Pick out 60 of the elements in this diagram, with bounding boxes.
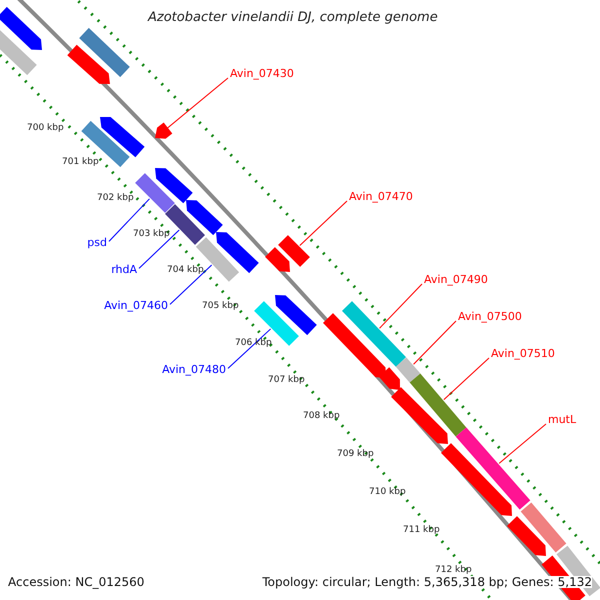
leader-line [498,424,546,464]
gene-label: Avin_07470 [349,191,413,202]
map-title: Azotobacter vinelandii DJ, complete genome [148,11,438,24]
scale-label: 700 kbp [27,124,64,133]
gene-feature [275,295,317,336]
scale-label: 708 kbp [303,412,340,421]
leader-line [443,358,490,400]
gene-feature [323,313,386,378]
gene-feature [391,387,448,444]
accession-text: Accession: NC_012560 [8,576,144,588]
gene-feature [507,516,546,556]
gene-feature [378,367,400,390]
gene-label: rhdA [111,264,137,275]
leader-line [228,328,272,369]
gene-feature [216,232,259,274]
gene-segment [135,173,175,213]
gene-feature [155,168,193,204]
gene-segment [79,28,130,78]
gene-label: Avin_07430 [230,68,294,79]
scale-label: 701 kbp [62,158,99,167]
scale-label: 711 kbp [403,526,440,535]
gene-label: psd [87,237,107,248]
gene-feature [67,44,110,84]
genome-info-text: Topology: circular; Length: 5,365,318 bp; Genes: 5,132 [262,576,592,588]
leader-line [108,198,150,242]
gene-feature [186,200,223,236]
gene-segment [342,301,406,367]
gene-label: Avin_07490 [424,274,488,285]
leader-line [379,284,422,329]
gene-feature [441,443,512,516]
gene-segment [410,374,466,436]
leader-line [170,264,212,305]
gene-feature [265,247,290,272]
scale-label: 703 kbp [133,230,170,239]
gene-feature [0,6,42,50]
gene-label: Avin_07510 [491,348,555,359]
leader-line [299,200,348,246]
gene-segment [278,235,310,267]
leader-line [167,78,228,128]
scale-label: 712 kbp [435,566,472,575]
gene-segment [456,427,530,510]
gene-label: Avin_07480 [162,364,226,375]
scale-label: 705 kbp [202,302,239,311]
scale-label: 704 kbp [167,266,204,275]
gene-segment [520,502,566,552]
gene-label: mutL [548,414,576,425]
gene-segment [81,120,130,168]
gene-label: Avin_07500 [458,311,522,322]
leader-line [138,230,180,269]
gene-segment [0,30,37,76]
gene-feature [100,117,145,158]
gene-label: Avin_07460 [104,300,168,311]
leader-line [413,320,456,365]
scale-label: 707 kbp [268,376,305,385]
gene-segment [396,357,420,383]
gene-feature [155,122,172,139]
scale-label: 709 kbp [337,450,374,459]
scale-label: 702 kbp [97,194,134,203]
gene-segment [254,301,299,346]
scale-label: 710 kbp [369,488,406,497]
